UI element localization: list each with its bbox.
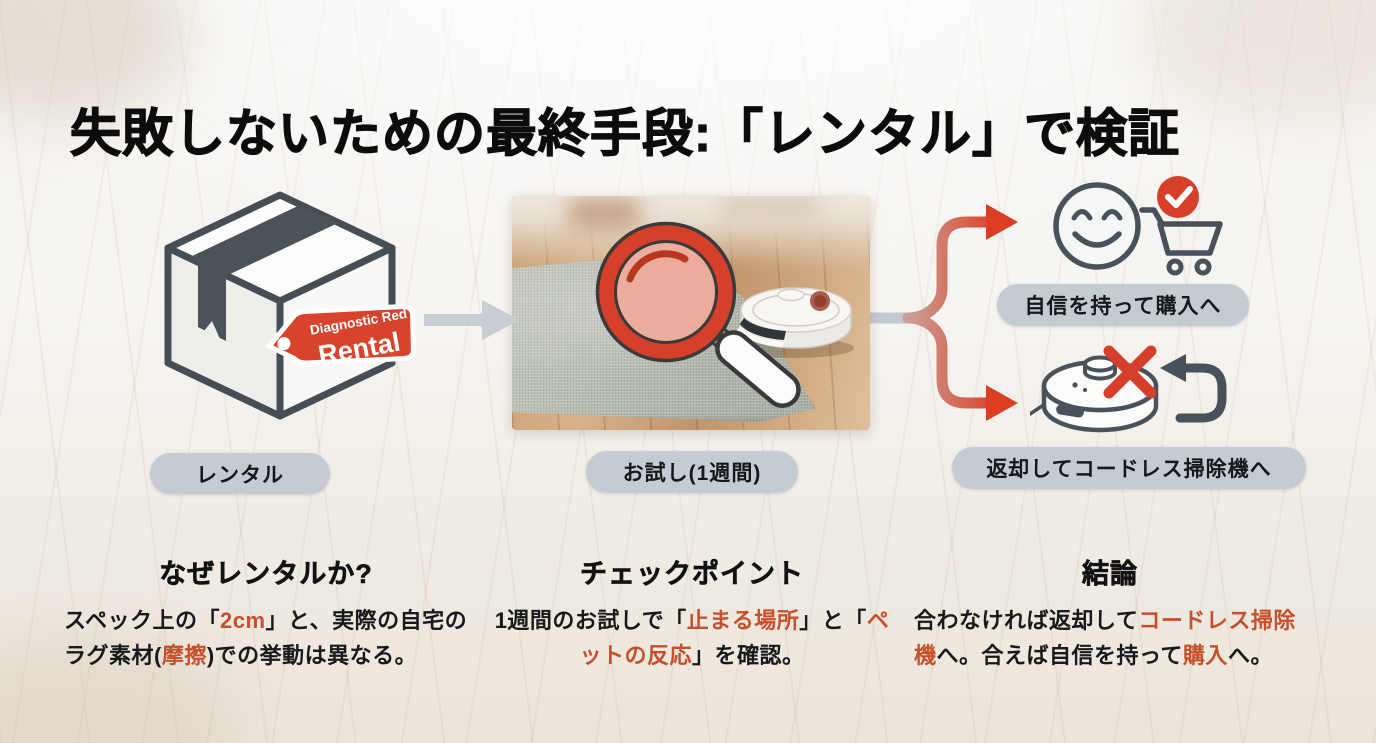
column-why-rental: なぜレンタルか? スペック上の「2cm」と、実際の自宅のラグ素材(摩擦)での挙動… [64, 552, 468, 674]
box-tape [188, 205, 338, 341]
magnifier-icon [595, 221, 801, 408]
tag-hole [277, 337, 291, 351]
rental-tag: Diagnostic Red Rental [265, 303, 416, 371]
blurred-furniture [719, 196, 820, 222]
page-title: 失敗しないための最終手段:「レンタル」で検証 [69, 105, 1180, 163]
column-conclusion: 結論 合わなければ返却してコードレス掃除機へ。合えば自信を持って購入へ。 [914, 552, 1306, 674]
shopping-cart-icon [1139, 176, 1223, 276]
outcome-buy-label: 自信を持って購入へ [997, 284, 1249, 326]
return-arrow-icon [1160, 354, 1227, 423]
smiley-face-icon [1053, 182, 1141, 270]
trial-photo [512, 196, 870, 430]
column-heading: なぜレンタルか? [159, 559, 373, 590]
column-body: スペック上の「2cm」と、実際の自宅のラグ素材(摩擦)での挙動は異なる。 [64, 608, 468, 668]
package-box-icon: Diagnostic Red Rental [164, 191, 416, 420]
step-rental-label: レンタル [150, 453, 330, 494]
column-heading: チェックポイント [580, 559, 804, 590]
column-heading: 結論 [1082, 559, 1138, 590]
x-mark-icon [1103, 345, 1157, 399]
flow-arrow-icon [424, 300, 520, 340]
step-trial-label: お試し(1週間) [586, 451, 798, 493]
column-checkpoints: チェックポイント 1週間のお試しで「止まる場所」と「ペットの反応」を確認。 [488, 552, 896, 674]
blurred-furniture [569, 198, 640, 228]
column-body: 合わなければ返却してコードレス掃除機へ。合えば自信を持って購入へ。 [914, 608, 1296, 668]
column-body: 1週間のお試しで「止まる場所」と「ペットの反応」を確認。 [494, 608, 890, 668]
check-badge-icon [1157, 176, 1199, 218]
branch-fork-icon [860, 204, 1018, 421]
outcome-return-label: 返却してコードレス掃除機へ [952, 447, 1306, 489]
